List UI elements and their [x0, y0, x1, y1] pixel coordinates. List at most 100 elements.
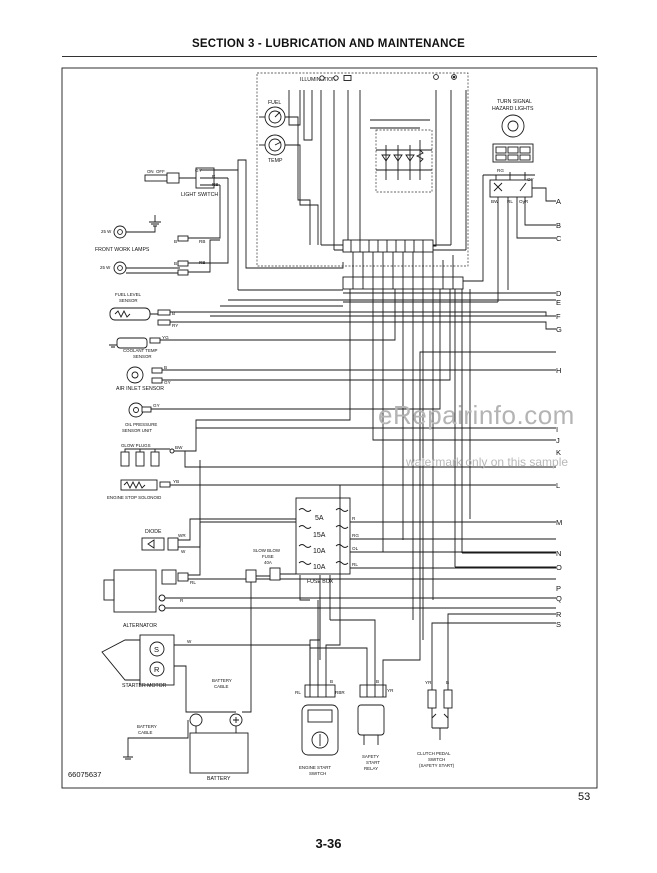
indicator-icons: [319, 74, 457, 81]
wire-code: OY: [527, 177, 534, 182]
wire-code: RL: [190, 580, 196, 585]
lamp-watts-1: 25 W: [101, 229, 112, 234]
connector-letter-a: A: [556, 197, 561, 206]
wire-code: B: [330, 679, 333, 684]
wire-code: GY: [164, 380, 171, 385]
coolant-sensor-label-1: COOLANT TEMP: [123, 348, 158, 353]
warning-lamp-block: [375, 129, 433, 193]
alternator-label: ALTERNATOR: [123, 623, 157, 629]
fuse-box-outline: [295, 497, 351, 575]
wire-code: RB: [199, 239, 205, 244]
wire-code: R: [212, 174, 216, 179]
wire-code: R: [352, 516, 356, 521]
fuse-2-rating: 15A: [313, 532, 326, 539]
cluster-connector: [342, 239, 434, 253]
oil-pressure-sensor: OIL PRESSURE SENSOR UNIT: [122, 289, 441, 433]
relay-label-3: RELAY: [364, 766, 378, 771]
clutch-pedal-switch: CLUTCH PEDAL SWITCH (SAFETY START): [417, 613, 556, 768]
fuse-3-rating: 10A: [313, 548, 326, 555]
fuse-1-rating: 5A: [315, 515, 324, 522]
glow-plug-icon-3: [150, 451, 160, 467]
wire-code: RL: [507, 199, 513, 204]
lamp-watts-2: 25 W: [100, 265, 111, 270]
figure-number: 53: [578, 791, 591, 803]
wire-code: BW: [491, 199, 499, 204]
watermark-brand: eRepairinfo.com: [378, 400, 575, 430]
relay-label-2: START: [366, 760, 380, 765]
diode-component: DIODE: [141, 518, 296, 551]
wire-code: RG: [352, 533, 359, 538]
start-switch-label-2: SWITCH: [309, 771, 326, 776]
connector-letter-j: J: [556, 436, 560, 445]
wire-code: B: [164, 365, 167, 370]
connector-letter-m: M: [556, 518, 562, 527]
clutch-switch-icon-2: [443, 689, 453, 709]
wire-code: B: [174, 261, 177, 266]
temp-gauge-label: TEMP: [268, 158, 283, 164]
connector-letter-r: R: [556, 610, 562, 619]
connector-letter-g: G: [556, 325, 562, 334]
connector-letter-column: A B C D E F G H I J K L M N O P Q R S: [556, 197, 562, 629]
front-work-lamps: 25 W FRONT WORK LAMPS 25 W: [95, 178, 229, 276]
wire-code: YR: [387, 688, 394, 693]
wire-code: B: [376, 679, 379, 684]
section-title: SECTION 3 - LUBRICATION AND MAINTENANCE: [192, 38, 465, 50]
fuel-sensor-label-1: FUEL LEVEL: [115, 292, 142, 297]
relay-label-1: SAFETY: [362, 754, 379, 759]
connector-letter-q: Q: [556, 594, 562, 603]
battery-cable-2-line2: CABLE: [138, 730, 152, 735]
connector-letter-n: N: [556, 549, 561, 558]
turn-signal-switch: TURN SIGNAL HAZARD LIGHTS: [483, 99, 556, 302]
wire-code: RL: [352, 562, 358, 567]
wire-code: RG: [497, 168, 504, 173]
coolant-sensor-label-2: SENSOR: [133, 354, 152, 359]
glow-plug-icon-1: [120, 451, 130, 467]
connector-letter-k: K: [556, 448, 561, 457]
illumination-label: ILLUMINATION: [300, 77, 336, 83]
battery-neg-terminal-icon: [189, 713, 203, 727]
connector-letter-b: B: [556, 221, 561, 230]
clutch-switch-icon-1: [427, 689, 437, 709]
coolant-ground-icon: [109, 344, 117, 348]
coolant-temp-sensor: COOLANT TEMP SENSOR: [109, 289, 396, 359]
clutch-label-3: (SAFETY START): [419, 763, 455, 768]
fuel-gauge-icon: [259, 106, 286, 128]
slow-blow-fuse: SLOW BLOW FUSE 40A: [242, 548, 296, 713]
fuse-box: 5A 15A 10A 10A FUSE BOX: [295, 497, 556, 640]
wire-code: GY: [195, 168, 202, 173]
wire-code: YB: [173, 479, 179, 484]
clutch-label-2: SWITCH: [428, 757, 445, 762]
start-switch-label-1: ENGINE START: [299, 765, 331, 770]
air-inlet-label: AIR INLET SENSOR: [116, 386, 164, 392]
battery-cable-1-line1: BATTERY: [212, 678, 232, 683]
wire-code: YR: [425, 680, 432, 685]
wire-code: W: [187, 639, 192, 644]
fuel-gauge-label: FUEL: [268, 100, 281, 106]
alternator-body-icon: [113, 569, 157, 613]
slow-blow-label-3: 40A: [264, 560, 272, 565]
wire-code: RL: [295, 690, 301, 695]
oil-sensor-label-2: SENSOR UNIT: [122, 428, 152, 433]
air-inlet-sensor: AIR INLET SENSOR: [116, 289, 556, 392]
wire-code: B: [172, 311, 175, 316]
wire-code: RY: [172, 323, 178, 328]
connector-letter-h: H: [556, 366, 561, 375]
wire-codes: GY R RB B RB B RB B RY YG B GY GY BW YB …: [153, 168, 534, 695]
safety-start-relay: SAFETY START RELAY: [310, 351, 556, 771]
light-switch-on-label: ON: [147, 169, 154, 174]
wire-code: BW: [175, 445, 183, 450]
diagram-code: 66075637: [68, 770, 101, 779]
wire-code: OyR: [519, 199, 529, 204]
connector-letter-p: P: [556, 584, 561, 593]
wire-code: RB: [199, 260, 205, 265]
main-harness-connector: [342, 252, 464, 290]
alternator: ALTERNATOR: [103, 547, 556, 629]
wire-code: GY: [153, 403, 160, 408]
solenoid-label: ENGINE STOP SOLONOID: [107, 495, 161, 500]
starter-r-terminal: R: [154, 665, 160, 674]
wire-code: W: [181, 549, 186, 554]
cluster-outline: [256, 72, 469, 267]
diode-array-icon: [381, 140, 424, 180]
temp-gauge-icon: [259, 134, 286, 156]
